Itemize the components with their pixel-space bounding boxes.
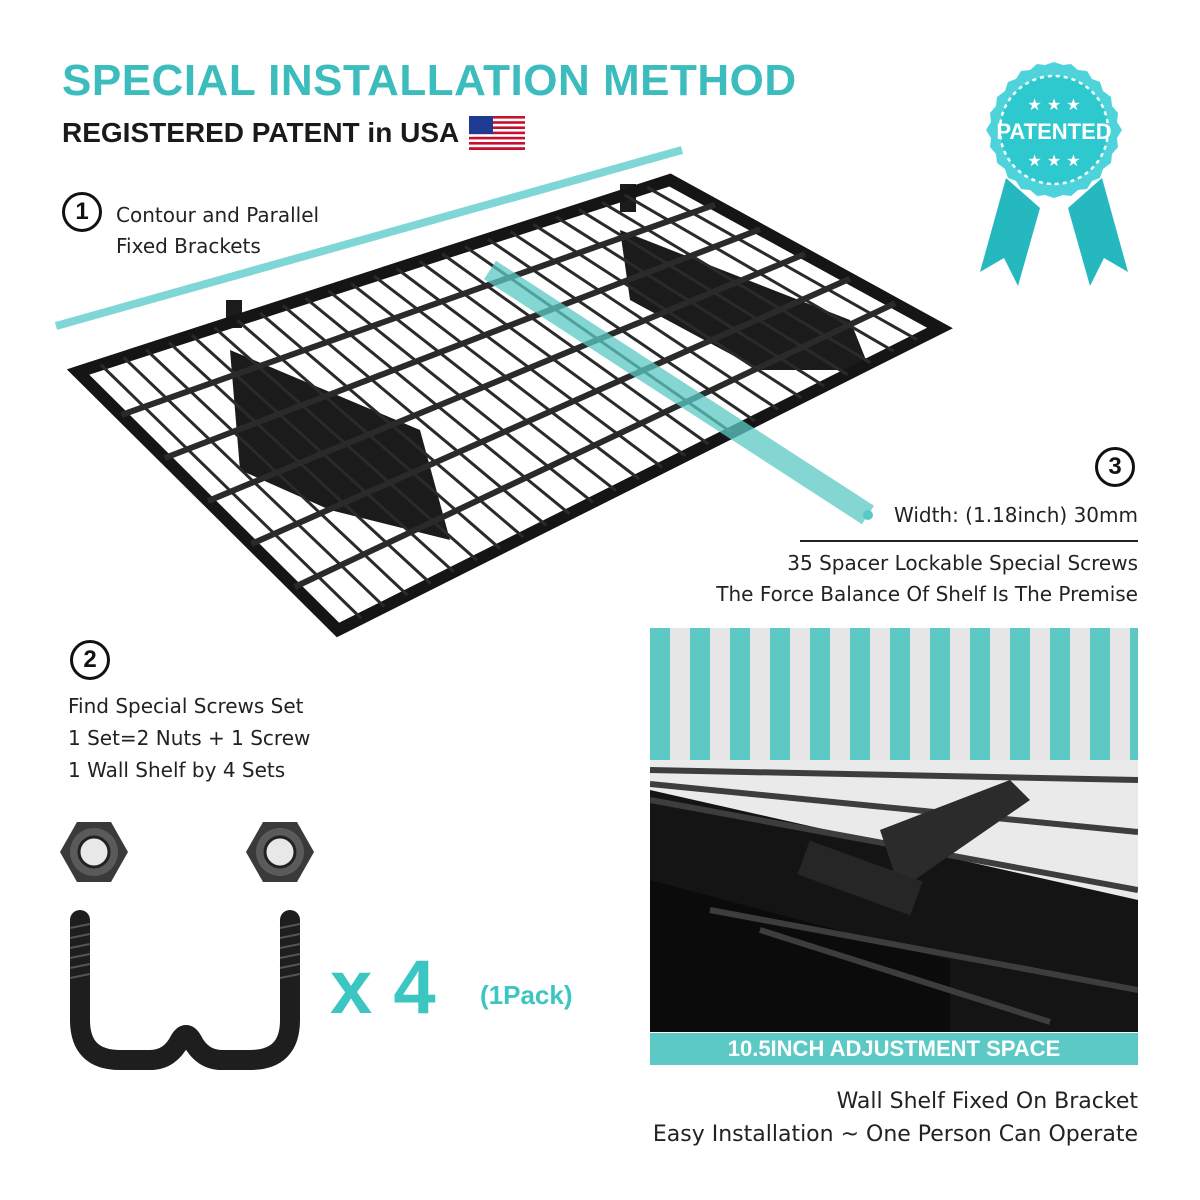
star-icon: ★ ★ ★: [1027, 151, 1080, 170]
ribbon-right: [1068, 178, 1128, 286]
stripes-panel: [650, 628, 1138, 760]
step-3-divider: [800, 540, 1138, 542]
footer-text: Wall Shelf Fixed On Bracket Easy Install…: [653, 1085, 1138, 1151]
shelf-wires: [99, 186, 918, 620]
page-subtitle: REGISTERED PATENT in USA: [62, 116, 526, 150]
wall-shelf-illustration: [66, 173, 953, 638]
step-2-line: 1 Set=2 Nuts + 1 Screw: [68, 726, 311, 750]
step-2-badge: 2: [70, 640, 110, 680]
step-1-line: Fixed Brackets: [116, 234, 261, 258]
footer-line: Wall Shelf Fixed On Bracket: [836, 1089, 1138, 1114]
quantity-pack: (1Pack): [480, 980, 573, 1010]
nut-icon: [60, 822, 128, 882]
step-1-text: Contour and Parallel Fixed Brackets: [116, 200, 319, 262]
step-2-text: Find Special Screws Set 1 Set=2 Nuts + 1…: [68, 690, 310, 786]
quantity-multiplier: x 4: [330, 945, 436, 1030]
usa-flag-icon: [469, 116, 526, 150]
width-marker-dot: [863, 510, 873, 520]
accent-lines: [54, 146, 684, 330]
width-marker-line: [484, 260, 874, 525]
step-1-line: Contour and Parallel: [116, 203, 320, 227]
nut-icon: [246, 822, 314, 882]
step-3-line: 35 Spacer Lockable Special Screws: [787, 551, 1138, 575]
star-icon: ★ ★ ★: [1027, 95, 1080, 114]
patented-badge: ★ ★ ★ ★ ★ ★ PATENTED: [980, 62, 1128, 286]
subtitle-text: REGISTERED PATENT in USA: [62, 117, 460, 148]
ribbon-left: [980, 178, 1040, 286]
step-2-line: Find Special Screws Set: [68, 694, 304, 718]
step-3-badge: 3: [1095, 447, 1135, 487]
footer-line: Easy Installation ~ One Person Can Opera…: [652, 1122, 1138, 1147]
step-2-line: 1 Wall Shelf by 4 Sets: [68, 758, 286, 782]
step-3-width: Width: (1.18inch) 30mm: [893, 503, 1138, 527]
bracket-closeup-photo: [650, 760, 1138, 1032]
adjustment-space-label: 10.5INCH ADJUSTMENT SPACE: [650, 1033, 1138, 1065]
bracket-clip: [880, 780, 1030, 890]
page-title: SPECIAL INSTALLATION METHOD: [62, 56, 797, 105]
step-3-text: 35 Spacer Lockable Special Screws The Fo…: [716, 548, 1138, 610]
step-3-line: The Force Balance Of Shelf Is The Premis…: [716, 582, 1138, 606]
badge-seal: ★ ★ ★ ★ ★ ★: [986, 62, 1122, 198]
u-bolt-icon: [70, 910, 300, 1070]
badge-label: PATENTED: [996, 119, 1111, 144]
step-1-badge: 1: [62, 192, 102, 232]
screw-set-illustration: [60, 822, 314, 1070]
